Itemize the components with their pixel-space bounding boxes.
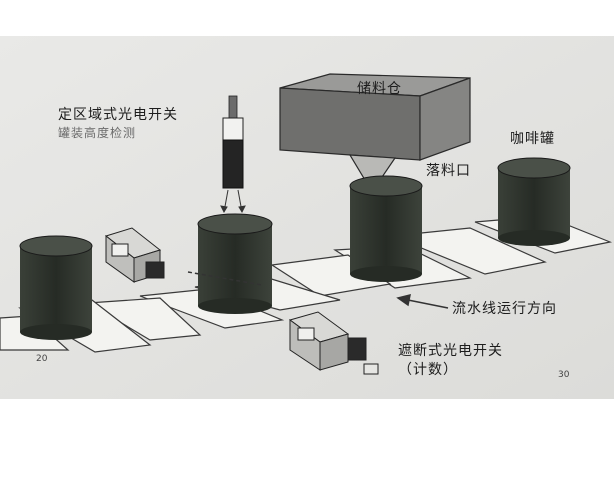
zone-switch-label: 定区域式光电开关 xyxy=(58,107,178,123)
conveyor-diagram xyxy=(0,36,614,399)
coffee-can-3 xyxy=(349,175,423,282)
coffee-can-label: 咖啡罐 xyxy=(510,131,555,147)
sensor-beam xyxy=(220,189,246,214)
coffee-can-4 xyxy=(497,157,571,246)
flow-direction-label: 流水线运行方向 xyxy=(452,301,557,317)
page-number-left: 20 xyxy=(36,354,48,364)
hopper-label: 储料仓 xyxy=(357,81,402,97)
left-photoelectric-box xyxy=(104,227,165,283)
outlet-label: 落料口 xyxy=(426,163,471,179)
height-check-label: 罐装高度检测 xyxy=(58,126,137,140)
blocking-switch-label: 遮断式光电开关 xyxy=(398,343,503,359)
blocking-photoelectric-switch xyxy=(288,311,379,375)
page-number-right: 30 xyxy=(558,370,570,380)
conveyor-plate xyxy=(391,227,547,275)
flow-direction-arrow xyxy=(187,271,449,309)
hopper-side xyxy=(419,77,471,161)
coffee-can-2 xyxy=(197,213,273,314)
counting-label: （计数） xyxy=(398,362,458,378)
conveyor-plate xyxy=(86,297,202,341)
hopper-front xyxy=(279,87,421,161)
hopper xyxy=(279,73,471,181)
coffee-can-1 xyxy=(19,235,93,340)
zone-photoelectric-sensor xyxy=(222,95,244,189)
